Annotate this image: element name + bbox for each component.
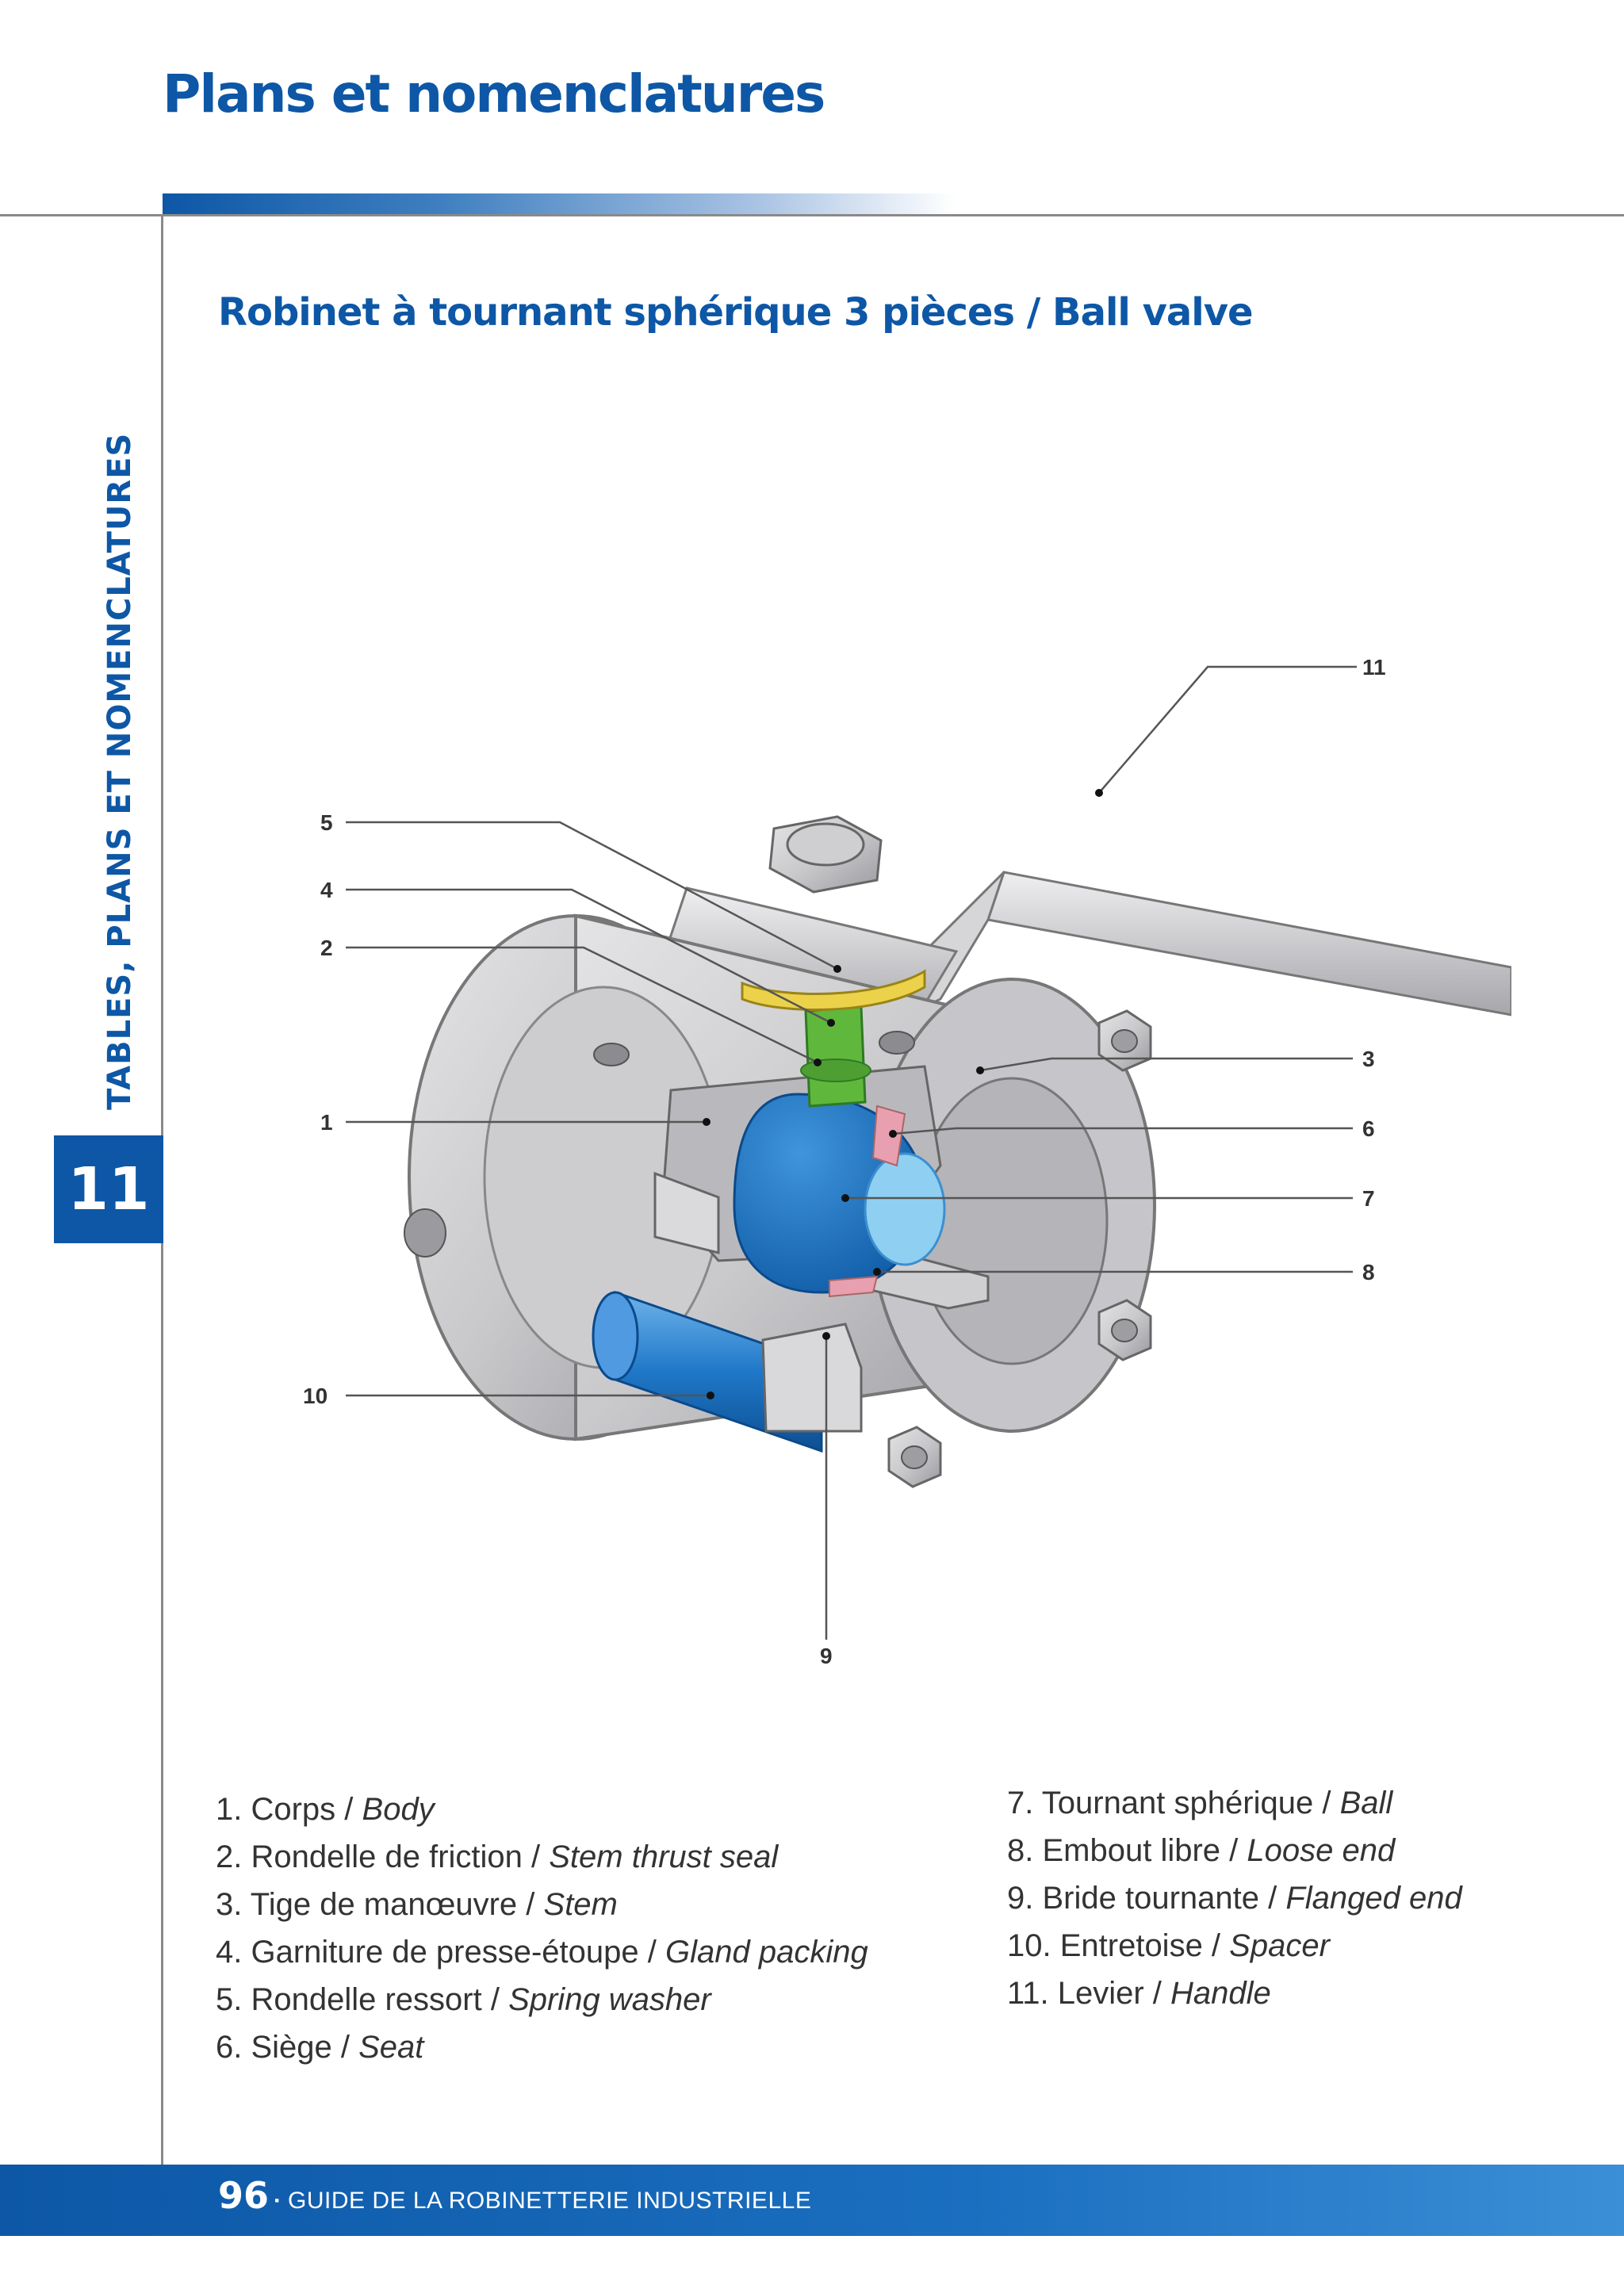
callout-3: 3 [1362, 1047, 1375, 1071]
callout-8: 8 [1362, 1260, 1375, 1284]
legend-item: 2. Rondelle de friction / Stem thrust se… [216, 1839, 779, 1874]
footer: 96 · GUIDE DE LA ROBINETTERIE INDUSTRIEL… [218, 2174, 811, 2222]
leader-lines [346, 665, 1357, 1640]
section-title: Robinet à tournant sphérique 3 pièces / … [218, 290, 1254, 335]
legend-item: 4. Garniture de presse-étoupe / Gland pa… [216, 1935, 868, 1970]
legend-item: 1. Corps / Body [216, 1792, 435, 1827]
callout-6: 6 [1362, 1116, 1375, 1141]
ball-valve-drawing: 11 5 4 2 3 6 7 8 9 1 10 [303, 655, 1511, 1668]
legend-item: 6. Siège / Seat [216, 2030, 424, 2065]
page-title: Plans et nomenclatures [163, 63, 825, 124]
stem [800, 1005, 871, 1108]
header-gradient-bar [163, 193, 956, 214]
bolt-holes [404, 1031, 915, 1258]
legend-left-column: 1. Corps / Body 2. Rondelle de friction … [216, 1786, 868, 2071]
chapter-tab: 11 [54, 1135, 163, 1243]
chapter-number: 11 [67, 1155, 150, 1223]
footer-guide-title: GUIDE DE LA ROBINETTERIE INDUSTRIELLE [288, 2188, 812, 2214]
legend-item: 7. Tournant sphérique / Ball [1007, 1786, 1393, 1820]
callout-9: 9 [820, 1644, 833, 1668]
legend-item: 5. Rondelle ressort / Spring washer [216, 1982, 711, 2017]
callout-7: 7 [1362, 1186, 1375, 1211]
legend-item: 10. Entretoise / Spacer [1007, 1928, 1330, 1963]
legend-right-column: 7. Tournant sphérique / Ball 8. Embout l… [1007, 1779, 1462, 2017]
sidebar-section-label: TABLES, PLANS ET NOMENCLATURES [102, 432, 138, 1110]
flanged-end [761, 1323, 863, 1433]
callout-2: 2 [320, 936, 333, 960]
page-number: 96 [218, 2174, 270, 2217]
seat [829, 1104, 906, 1298]
footer-bar [0, 2165, 1624, 2236]
callout-11: 11 [1362, 655, 1386, 680]
callout-1: 1 [320, 1110, 333, 1135]
nuts [887, 1009, 1152, 1488]
callout-4: 4 [320, 878, 333, 902]
callout-5: 5 [320, 810, 333, 835]
legend-item: 3. Tige de manœuvre / Stem [216, 1887, 618, 1922]
leader-dots [703, 789, 1103, 1399]
legend-item: 8. Embout libre / Loose end [1007, 1833, 1396, 1868]
stem-nut [768, 815, 883, 894]
legend-item: 11. Levier / Handle [1007, 1976, 1271, 2011]
callout-10: 10 [303, 1384, 327, 1408]
footer-separator: · [274, 2188, 282, 2214]
frame-top-rule [0, 214, 1624, 216]
legend-item: 9. Bride tournante / Flanged end [1007, 1881, 1462, 1916]
